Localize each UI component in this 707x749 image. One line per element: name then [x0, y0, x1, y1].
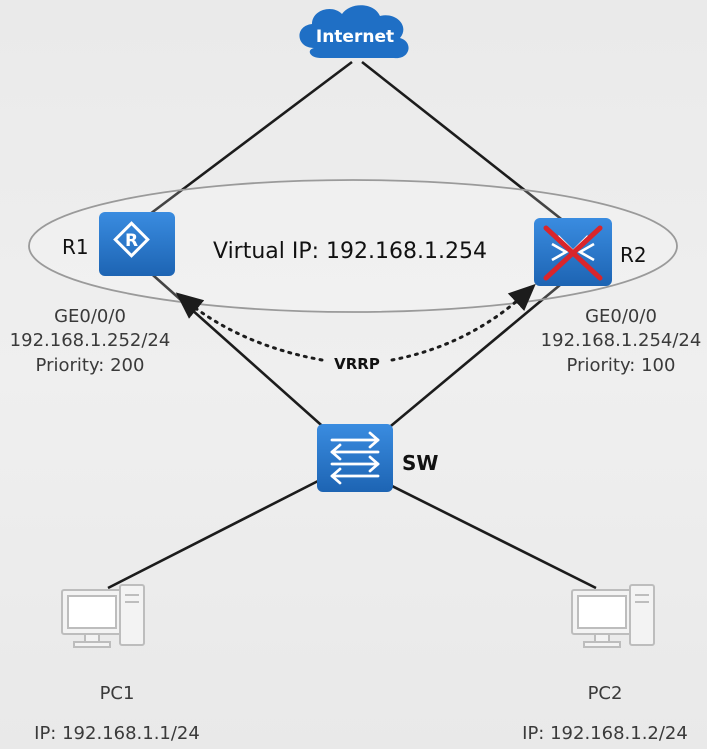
pc1-computer: PC1 IP: 192.168.1.1/24	[34, 584, 200, 744]
vrrp-group-ellipse	[28, 179, 678, 313]
r1-priority: Priority: 200	[36, 355, 145, 376]
router-r2: R2	[534, 218, 647, 286]
vrrp-arrow-right	[390, 283, 536, 362]
internet-label: Internet	[316, 27, 394, 47]
vrrp-label: VRRP	[334, 355, 380, 373]
router-icon: R	[113, 221, 150, 258]
router-r1: R R1	[62, 212, 175, 276]
link-sw-pc2	[379, 478, 597, 590]
switch-arrows-icon	[330, 431, 380, 485]
sw-name: SW	[402, 451, 438, 475]
r2-interface: GE0/0/0	[585, 306, 657, 327]
computer-icon	[61, 584, 145, 648]
r2-ip: 192.168.1.254/24	[541, 330, 702, 351]
link-internet-r2	[361, 60, 566, 224]
failure-x-icon	[543, 225, 603, 281]
computer-icon	[571, 584, 655, 648]
internet-cloud: Internet	[299, 5, 409, 59]
r1-interface: GE0/0/0	[54, 306, 126, 327]
switch-sw: SW	[317, 424, 438, 492]
pc1-name: PC1	[100, 683, 135, 704]
pc1-ip: IP: 192.168.1.1/24	[34, 723, 200, 744]
link-internet-r1	[141, 60, 353, 222]
r2-name: R2	[620, 243, 647, 267]
r1-name: R1	[62, 235, 89, 259]
pc2-ip: IP: 192.168.1.2/24	[522, 723, 688, 744]
vrrp-arrow-left	[175, 292, 324, 362]
r2-priority: Priority: 100	[567, 355, 676, 376]
pc2-name: PC2	[588, 683, 623, 704]
svg-text:R: R	[125, 231, 138, 251]
cloud-icon	[299, 5, 409, 59]
virtual-ip-label: Virtual IP: 192.168.1.254	[213, 239, 487, 264]
r1-ip: 192.168.1.252/24	[10, 330, 171, 351]
pc2-computer: PC2 IP: 192.168.1.2/24	[522, 584, 688, 744]
link-sw-pc1	[107, 478, 321, 590]
